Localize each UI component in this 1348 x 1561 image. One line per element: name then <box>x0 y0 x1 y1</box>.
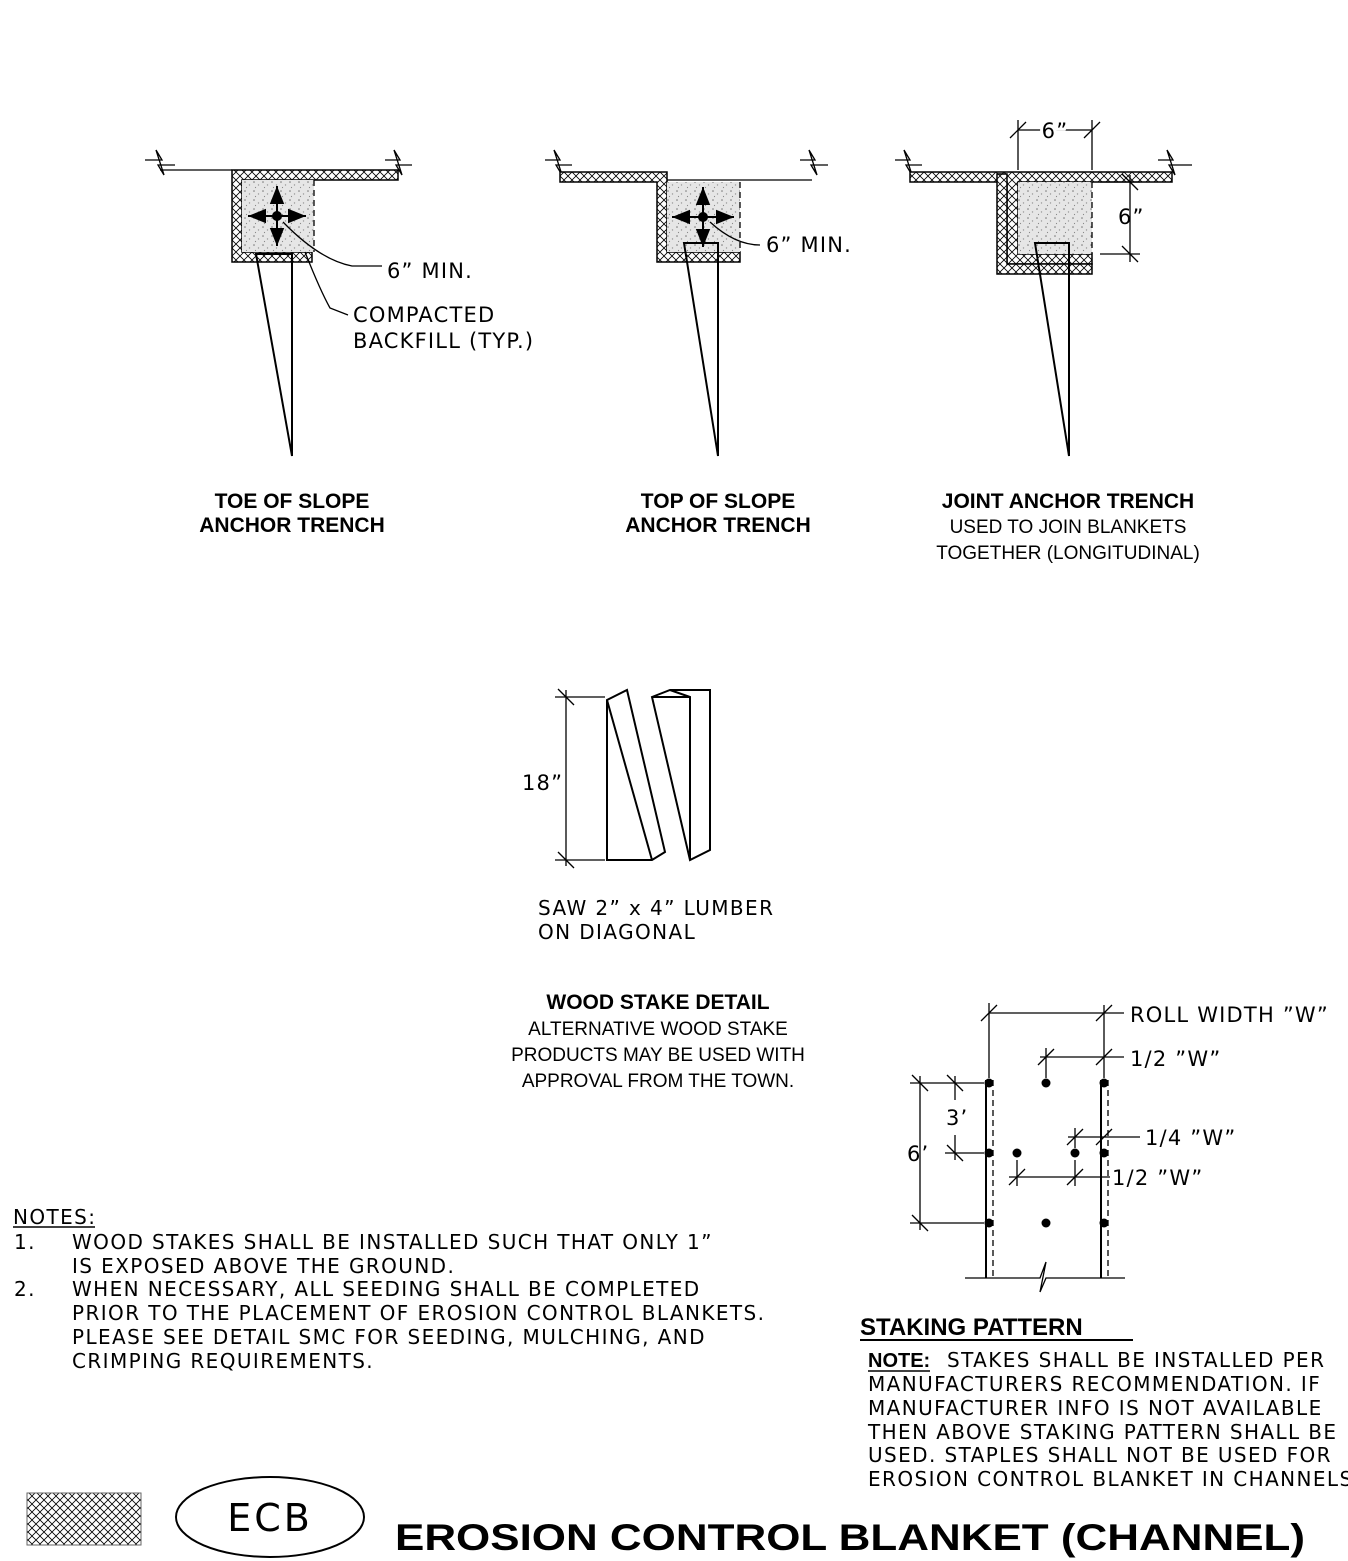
depth-dimension <box>1100 173 1140 263</box>
toe-dim-min: 6” MIN. <box>387 259 473 283</box>
stake-sub-2: PRODUCTS MAY BE USED WITH <box>511 1045 805 1066</box>
staking-note-label: NOTE: <box>868 1350 930 1372</box>
wood-stake-detail: 18” SAW 2” x 4” LUMBER ON DIAGONAL WOOD … <box>511 688 805 1092</box>
leader-min <box>709 221 761 246</box>
staking-half-w-mid: 1/2 ”W” <box>1112 1166 1203 1190</box>
blanket-hatch-lower <box>996 173 1093 275</box>
quarter-w-dimension <box>1066 1128 1140 1148</box>
toe-backfill-label-1: COMPACTED <box>353 303 495 327</box>
compaction-arrows <box>248 186 306 246</box>
stake-length-dimension <box>555 688 605 869</box>
stake-sub-1: ALTERNATIVE WOOD STAKE <box>528 1019 788 1040</box>
detail-title: EROSION CONTROL BLANKET (CHANNEL) <box>395 1517 1305 1558</box>
spacing-dimensions <box>910 1074 984 1232</box>
joint-dim-depth: 6” <box>1118 205 1145 229</box>
staking-note-5: USED. STAPLES SHALL NOT BE USED FOR <box>868 1443 1332 1467</box>
roll-width-dimension <box>980 1003 1124 1078</box>
joint-dim-width: 6” <box>1042 119 1069 143</box>
staking-note-6: EROSION CONTROL BLANKET IN CHANNELS. <box>868 1467 1348 1491</box>
break-symbol-left <box>145 149 175 176</box>
wood-stake <box>1033 242 1070 457</box>
staking-roll-width: ROLL WIDTH ”W” <box>1130 1003 1329 1027</box>
stake-dim-length: 18” <box>522 771 563 795</box>
stake-sketch <box>606 688 711 862</box>
note-2-line-4: CRIMPING REQUIREMENTS. <box>72 1349 374 1373</box>
note-2-line-3: PLEASE SEE DETAIL SMC FOR SEEDING, MULCH… <box>72 1325 706 1349</box>
break-symbol-left <box>545 149 572 176</box>
staking-note-3: MANUFACTURER INFO IS NOT AVAILABLE <box>868 1396 1323 1420</box>
detail-code-oval <box>175 1476 365 1558</box>
break-symbol-right <box>385 149 412 176</box>
note-1-line-1: WOOD STAKES SHALL BE INSTALLED SUCH THAT… <box>72 1230 713 1254</box>
toe-title-1: TOE OF SLOPE <box>215 490 370 513</box>
note-1-number: 1. <box>14 1230 36 1254</box>
break-symbol-left <box>895 149 922 176</box>
staking-half-w-top: 1/2 ”W” <box>1130 1047 1221 1071</box>
leader-min <box>282 221 382 267</box>
wood-stake <box>682 242 719 457</box>
stake-title: WOOD STAKE DETAIL <box>546 991 769 1014</box>
joint-sub-1: USED TO JOIN BLANKETS <box>950 517 1187 538</box>
break-symbol-right <box>800 149 828 176</box>
general-notes: NOTES: 1. WOOD STAKES SHALL BE INSTALLED… <box>13 1205 765 1373</box>
notes-heading: NOTES: <box>13 1205 96 1229</box>
top-title-1: TOP OF SLOPE <box>641 490 795 513</box>
staking-pattern-detail: ROLL WIDTH ”W” 1/2 ”W” 1/4 ”W” 1/2 ”W” <box>860 1003 1348 1491</box>
half-w-top-dimension <box>1037 1048 1124 1078</box>
toe-backfill-label-2: BACKFILL (TYP.) <box>353 329 534 353</box>
wood-stake <box>254 253 293 457</box>
staking-title: STAKING PATTERN <box>860 1314 1083 1341</box>
note-2-line-1: WHEN NECESSARY, ALL SEEDING SHALL BE COM… <box>72 1277 701 1301</box>
note-1-line-2: IS EXPOSED ABOVE THE GROUND. <box>72 1254 455 1278</box>
hatch-legend-swatch <box>26 1492 142 1546</box>
joint-anchor-detail: 6” 6” JOINT ANCHOR TRENCH USED TO JOIN B… <box>895 116 1200 564</box>
staking-dim-6: 6’ <box>907 1142 929 1166</box>
toe-of-slope-detail: 6” MIN. COMPACTED BACKFILL (TYP.) TOE OF… <box>145 149 534 537</box>
stake-note-2: ON DIAGONAL <box>538 920 696 944</box>
staking-note-4: THEN ABOVE STAKING PATTERN SHALL BE <box>867 1420 1337 1444</box>
width-dimension <box>1009 120 1101 170</box>
joint-title: JOINT ANCHOR TRENCH <box>942 490 1194 513</box>
compaction-arrows <box>672 187 734 247</box>
blanket-edges <box>965 1080 1125 1293</box>
staking-quarter-w: 1/4 ”W” <box>1145 1126 1236 1150</box>
note-2-line-2: PRIOR TO THE PLACEMENT OF EROSION CONTRO… <box>72 1301 765 1325</box>
stake-note-1: SAW 2” x 4” LUMBER <box>538 896 774 920</box>
staking-dim-3: 3’ <box>946 1106 968 1130</box>
joint-sub-2: TOGETHER (LONGITUDINAL) <box>936 543 1200 564</box>
top-of-slope-detail: 6” MIN. TOP OF SLOPE ANCHOR TRENCH <box>545 149 852 537</box>
stake-dots <box>984 1078 1109 1228</box>
staking-note-1: STAKES SHALL BE INSTALLED PER <box>947 1348 1325 1372</box>
detail-code: ECB <box>227 1496 313 1540</box>
half-w-mid-dimension <box>1008 1160 1110 1186</box>
staking-note-2: MANUFACTURERS RECOMMENDATION. IF <box>868 1372 1321 1396</box>
title-block: ECB EROSION CONTROL BLANKET (CHANNEL) <box>26 1476 1305 1558</box>
stake-sub-3: APPROVAL FROM THE TOWN. <box>522 1071 794 1092</box>
break-symbol-right <box>1158 149 1192 176</box>
note-2-number: 2. <box>14 1277 36 1301</box>
top-title-2: ANCHOR TRENCH <box>625 514 811 537</box>
leader-backfill <box>304 251 349 316</box>
top-dim-min: 6” MIN. <box>766 233 852 257</box>
toe-title-2: ANCHOR TRENCH <box>199 514 385 537</box>
